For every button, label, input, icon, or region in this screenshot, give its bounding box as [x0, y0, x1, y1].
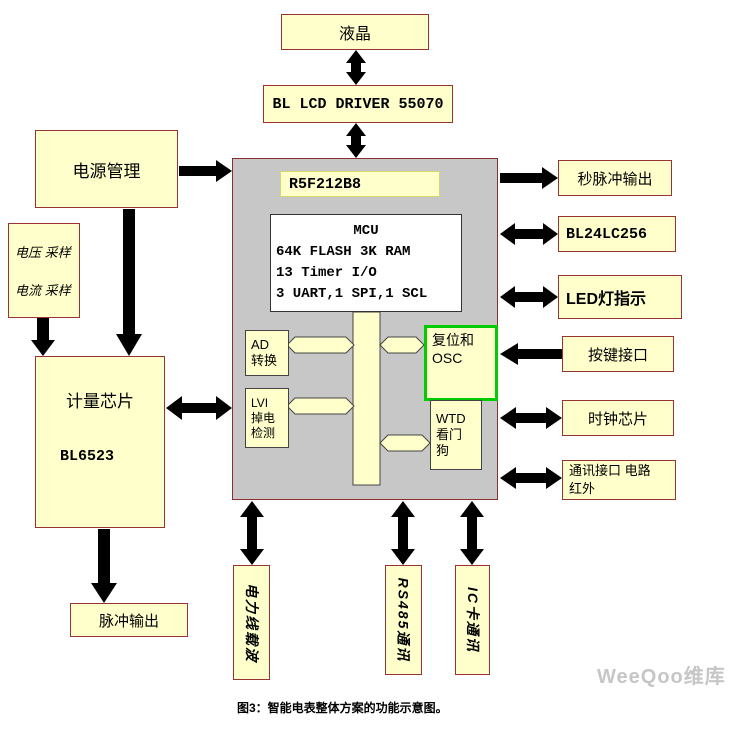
wtd-box: WTD 看门 狗: [430, 400, 482, 470]
reset-osc-line1: 复位和: [432, 332, 474, 348]
wtd-line1: WTD: [436, 410, 466, 426]
mcu-core-line2: 64K FLASH 3K RAM: [276, 244, 411, 260]
voltage-sampling-label: 电压 采样: [15, 245, 71, 261]
metering-chip-label: 计量芯片: [66, 392, 134, 411]
arrow-power-metering: [116, 209, 142, 356]
arrow-driver-mcu: [346, 123, 366, 158]
lvi-detect-box: LVI 掉电 检测: [245, 388, 289, 448]
eeprom-box: BL24LC256: [558, 216, 676, 252]
metering-chip-box: 计量芯片 BL6523: [35, 356, 165, 528]
lcd-driver-box: BL LCD DRIVER 55070: [263, 85, 453, 123]
reset-osc-box: 复位和 OSC: [424, 325, 498, 401]
mcu-chip-label-box: R5F212B8: [280, 171, 440, 197]
arrow-mcu-led: [500, 286, 558, 308]
comm-interface-line1: 通讯接口 电路: [569, 463, 651, 479]
key-interface-label: 按键接口: [587, 346, 648, 364]
arrow-metering-pulse: [91, 529, 117, 603]
arrow-mcu-plc: [240, 501, 264, 565]
second-pulse-output-box: 秒脉冲输出: [558, 160, 672, 196]
arrow-key-mcu: [500, 343, 562, 365]
voltage-current-sampling-box: 电压 采样 电流 采样: [8, 223, 80, 318]
led-indicator-box: LED灯指示: [558, 275, 682, 319]
arrow-metering-mcu: [166, 396, 232, 420]
ic-card-comm-label: IC卡通讯: [464, 587, 481, 653]
ad-line1: AD: [251, 336, 270, 352]
rs485-comm-label: RS485通讯: [395, 577, 412, 663]
reset-osc-line2: OSC: [432, 349, 463, 366]
arrow-mcu-comm: [500, 467, 562, 489]
mcu-core-line3: 13 Timer I/O: [276, 265, 377, 281]
pulse-output-box: 脉冲输出: [70, 603, 188, 637]
lvi-line1: LVI: [251, 395, 269, 410]
arrow-mcu-secpulse: [500, 167, 558, 189]
watermark: WeeQoo维库: [597, 666, 726, 688]
metering-chip-model: BL6523: [60, 448, 115, 465]
plc-comm-label: 电力线载波: [243, 582, 260, 663]
ad-converter-box: AD 转换: [245, 330, 289, 376]
ic-card-comm-box: IC卡通讯: [455, 565, 490, 675]
mcu-core-box: MCU 64K FLASH 3K RAM 13 Timer I/O 3 UART…: [270, 214, 462, 312]
mcu-core-line1: MCU: [353, 223, 379, 239]
arrow-lcd-driver: [346, 50, 366, 85]
clock-chip-label: 时钟芯片: [587, 410, 648, 428]
arrow-mcu-eeprom: [500, 223, 558, 245]
lcd-driver-label: BL LCD DRIVER 55070: [272, 95, 444, 113]
led-indicator-label: LED灯指示: [566, 291, 647, 308]
plc-comm-box: 电力线载波: [233, 565, 270, 680]
comm-interface-box: 通讯接口 电路 红外: [562, 460, 676, 500]
second-pulse-output-label: 秒脉冲输出: [577, 170, 653, 188]
arrow-mcu-clock: [500, 407, 562, 429]
ad-line2: 转换: [251, 353, 278, 368]
eeprom-label: BL24LC256: [566, 225, 648, 243]
wtd-line2: 看门: [436, 426, 463, 442]
figure-caption: 图3：智能电表整体方案的功能示意图。: [237, 701, 448, 715]
key-interface-box: 按键接口: [562, 336, 674, 372]
pulse-output-label: 脉冲输出: [98, 612, 159, 630]
lvi-line2: 掉电: [251, 410, 276, 425]
arrow-mcu-rs485: [391, 501, 415, 565]
mcu-core-line4: 3 UART,1 SPI,1 SCL: [276, 286, 428, 302]
current-sampling-label: 电流 采样: [15, 282, 71, 298]
rs485-comm-box: RS485通讯: [385, 565, 422, 675]
comm-interface-line2: 红外: [569, 481, 596, 496]
lvi-line3: 检测: [251, 425, 276, 440]
power-management-label: 电源管理: [72, 161, 141, 181]
arrow-power-mcu: [179, 160, 232, 182]
lcd-box: 液晶: [281, 14, 429, 50]
arrow-mcu-iccard: [460, 501, 484, 565]
lcd-label: 液晶: [338, 26, 371, 43]
clock-chip-box: 时钟芯片: [562, 400, 674, 436]
power-management-box: 电源管理: [35, 130, 178, 208]
mcu-chip-label: R5F212B8: [289, 175, 362, 193]
arrow-sampling-metering: [31, 318, 55, 356]
wtd-line3: 狗: [436, 443, 450, 459]
